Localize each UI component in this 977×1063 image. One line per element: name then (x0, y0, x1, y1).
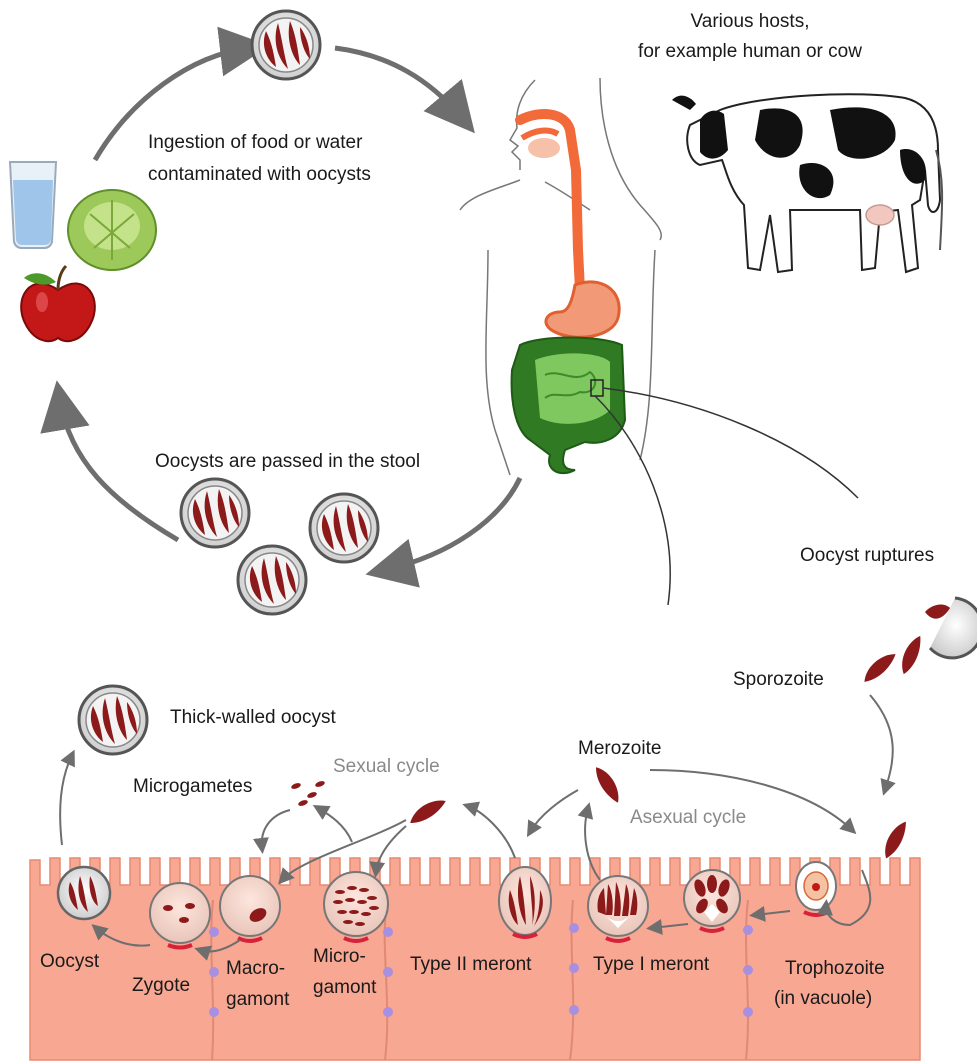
human-torso-icon (460, 78, 661, 475)
sexual-cycle-label: Sexual cycle (333, 756, 440, 777)
trophozoite-label-2: (in vacuole) (774, 988, 872, 1009)
cycle-arrow-bottom (385, 478, 520, 570)
zoom-lines (595, 388, 858, 605)
hosts-label-1: Various hosts, (691, 11, 810, 32)
water-glass-icon (10, 162, 56, 248)
trophozoite-label-1: Trophozoite (785, 958, 885, 979)
cow-icon (672, 94, 942, 272)
sporozoite-1-icon (858, 652, 901, 683)
sporozoite-attach-icon (876, 820, 916, 860)
passed-stool-label: Oocysts are passed in the stool (155, 451, 420, 472)
thick-walled-label: Thick-walled oocyst (170, 707, 336, 728)
microgamont-label-2: gamont (313, 977, 377, 998)
macrogamont-label-2: gamont (226, 989, 290, 1010)
merozoite-sexual-icon (406, 798, 449, 824)
asexual-cycle-label: Asexual cycle (630, 807, 746, 828)
oocyst-ruptures-label: Oocyst ruptures (800, 545, 934, 566)
oocyst-stool-3-icon (238, 546, 306, 614)
cabbage-icon (68, 190, 156, 270)
microgametes-icon (290, 780, 325, 807)
microgamont-label-1: Micro- (313, 946, 366, 967)
apple-icon (21, 266, 95, 341)
type2-meront-label: Type II meront (410, 954, 532, 975)
oocyst-stool-2-icon (310, 494, 378, 562)
ruptured-oocyst-icon (925, 598, 977, 658)
microgametes-label: Microgametes (133, 776, 252, 797)
ingestion-label-1: Ingestion of food or water (148, 132, 363, 153)
sporozoite-2-icon (892, 634, 930, 675)
merozoite-label: Merozoite (578, 738, 661, 759)
thick-walled-oocyst-icon (79, 686, 147, 754)
zygote-label: Zygote (132, 975, 190, 996)
type2-meront-stage-icon (499, 867, 551, 937)
type1-meront-label: Type I meront (593, 954, 710, 975)
ingestion-label-2: contaminated with oocysts (148, 164, 371, 185)
macrogamont-label-1: Macro- (226, 958, 285, 979)
oocyst-top-icon (252, 11, 320, 79)
hosts-label-2: for example human or cow (638, 41, 862, 62)
merozoite-icon (595, 763, 621, 806)
arrow-up-to-thick-oocyst (60, 755, 72, 845)
arrow-sporozoite-down (870, 695, 893, 790)
sporozoite-label: Sporozoite (733, 669, 824, 690)
oocyst-stool-1-icon (181, 479, 249, 547)
oocyst-stage-icon (58, 867, 110, 919)
oocyst-label: Oocyst (40, 951, 100, 972)
